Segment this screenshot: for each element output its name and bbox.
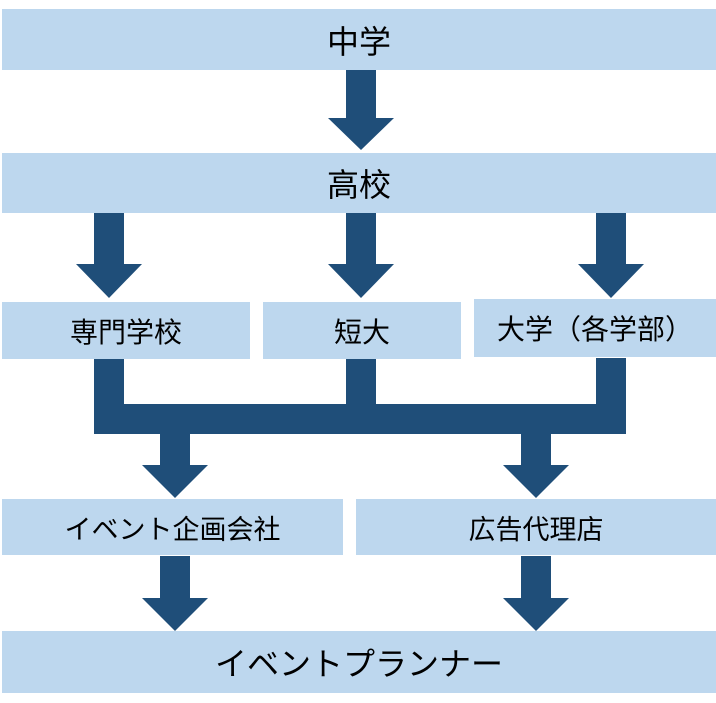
arrow-event-company-to-planner (142, 556, 208, 631)
node-event-planner: イベントプランナー (2, 631, 716, 693)
arrow-junior-high-to-high-school (328, 70, 394, 150)
node-junior-college: 短大 (263, 302, 461, 359)
node-event-company-label: イベント企画会社 (64, 514, 281, 546)
node-university: 大学（各学部） (474, 299, 716, 357)
arrow-high-school-to-junior-college (328, 213, 394, 298)
node-event-planner-label: イベントプランナー (214, 645, 503, 683)
node-vocational-school: 専門学校 (2, 302, 250, 359)
arrow-ad-agency-to-planner (503, 556, 569, 631)
connector-merge-bar (94, 404, 626, 434)
node-high-school: 高校 (2, 153, 716, 213)
node-vocational-school-label: 専門学校 (69, 315, 182, 349)
node-event-company: イベント企画会社 (2, 499, 343, 555)
node-junior-high-label: 中学 (326, 22, 391, 61)
node-university-label: 大学（各学部） (496, 313, 693, 346)
arrow-high-school-to-university (578, 213, 644, 298)
node-ad-agency-label: 広告代理店 (468, 514, 604, 546)
arrow-merge-to-event-company (142, 434, 208, 498)
node-high-school-label: 高校 (326, 166, 391, 204)
node-junior-high: 中学 (2, 9, 716, 70)
node-ad-agency: 広告代理店 (356, 499, 716, 555)
arrow-high-school-to-vocational (76, 213, 142, 298)
arrow-merge-to-ad-agency (503, 434, 569, 498)
node-junior-college-label: 短大 (333, 315, 390, 349)
connector-junior-college-down (346, 358, 376, 408)
